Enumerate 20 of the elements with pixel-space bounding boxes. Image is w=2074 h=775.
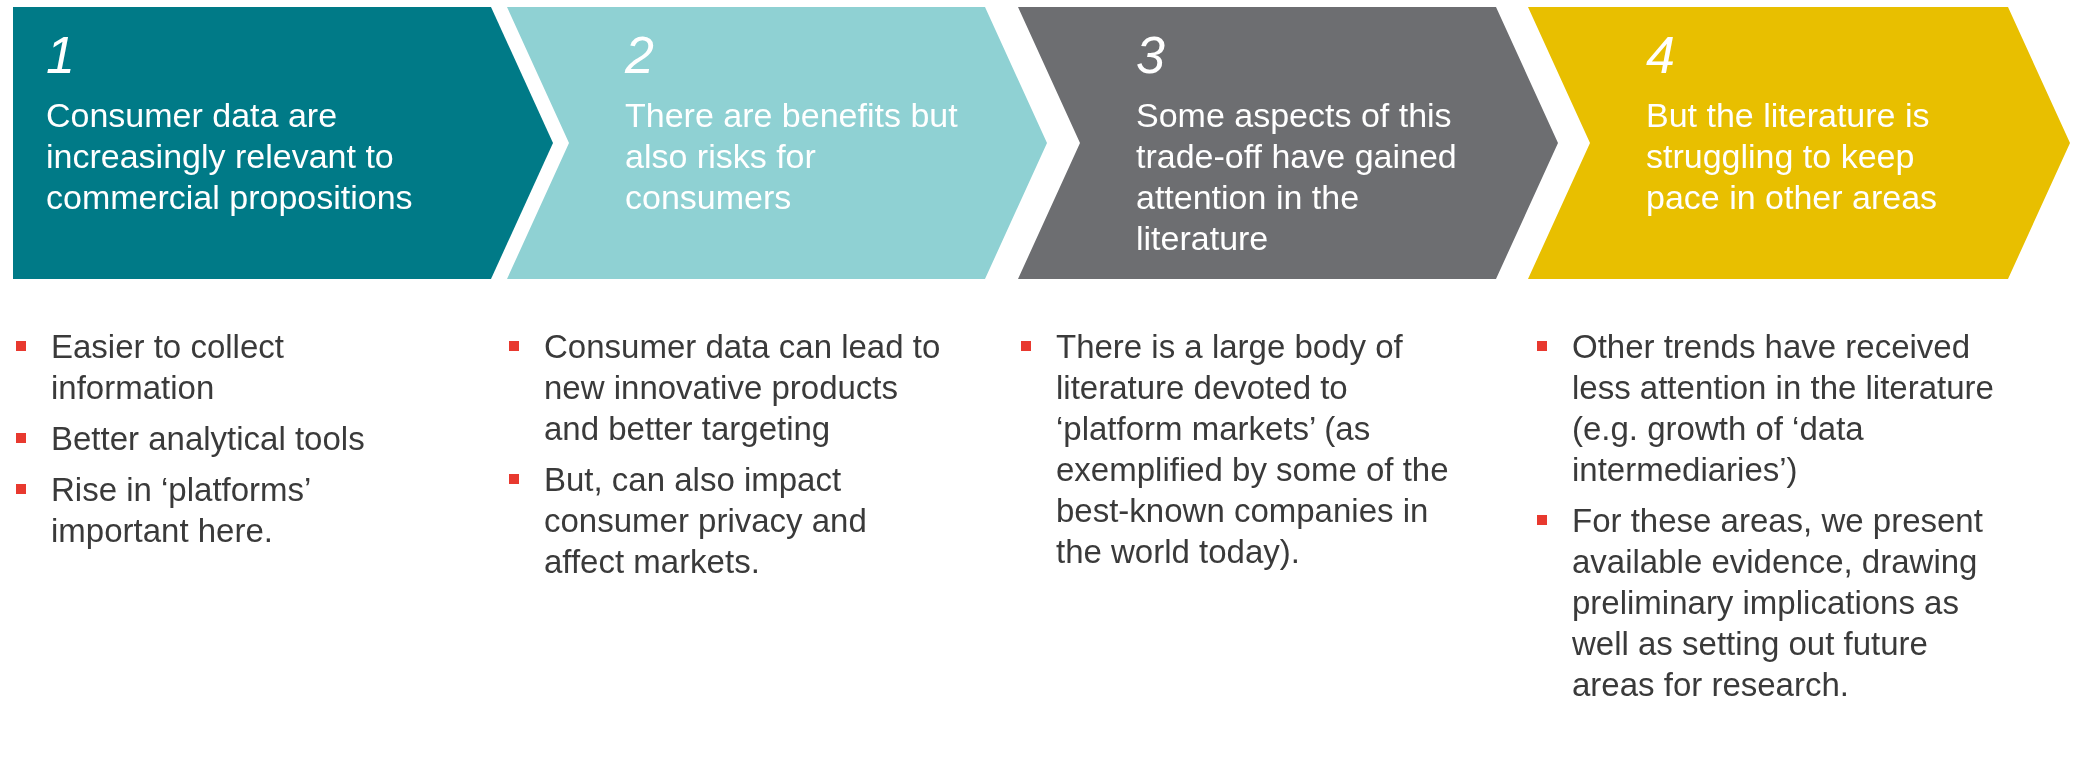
step-number: 4 <box>1646 25 1675 85</box>
chevron-step <box>13 7 553 279</box>
step-heading: Some aspects of this trade-off have gained attention in the literature <box>1136 95 1458 259</box>
bullet-text: Consumer data can lead to new innovative products and better targeting <box>544 327 942 449</box>
bullet-text: There is a large body of literature devoted to ‘platform markets’ (as exemplified by some of the best-known companies in the world today). <box>1056 327 1450 572</box>
bullet-text: Better analytical tools <box>51 419 366 459</box>
chevron-step <box>1528 7 2070 279</box>
bullet-text: Easier to collect information <box>51 327 285 408</box>
step-number: 1 <box>46 25 75 85</box>
bullet-text: Other trends have received less attention in the literature (e.g. growth of ‘data intermediaries’) <box>1572 327 1995 490</box>
step-number: 2 <box>625 25 654 85</box>
bullet-text: But, can also impact consumer privacy and affect markets. <box>544 460 868 582</box>
bullet-text: Rise in ‘platforms’ important here. <box>51 470 312 551</box>
chevron-step <box>507 7 1047 279</box>
bullet-text: For these areas, we present available evidence, drawing preliminary implications as well as setting out future areas for research. <box>1572 501 1984 705</box>
step-heading: There are benefits but also risks for consumers <box>625 95 959 218</box>
step-heading: Consumer data are increasingly relevant to commercial propositions <box>46 95 414 218</box>
step-number: 3 <box>1136 25 1165 85</box>
chevron-step <box>1018 7 1558 279</box>
step-heading: But the literature is struggling to keep pace in other areas <box>1646 95 1939 218</box>
